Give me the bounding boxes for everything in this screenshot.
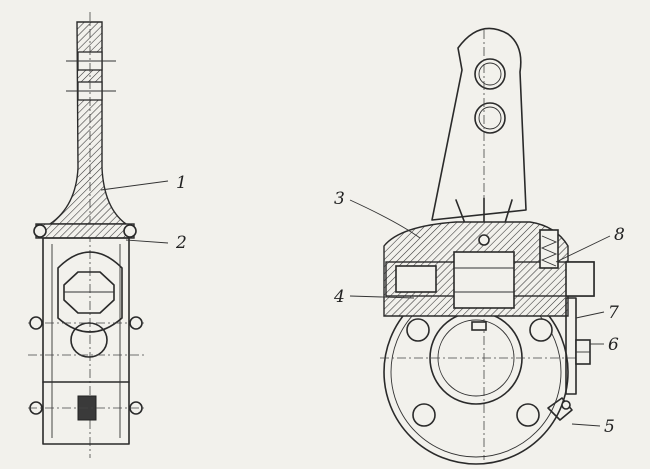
- leader-lines: [100, 180, 611, 427]
- callout-3: 3: [334, 189, 345, 209]
- front-view: [380, 27, 595, 465]
- callout-7: 7: [608, 303, 619, 323]
- callout-5: 5: [604, 417, 615, 437]
- callout-6: 6: [608, 335, 619, 355]
- callout-1: 1: [176, 173, 187, 193]
- side-view: [28, 12, 145, 458]
- callout-8: 8: [614, 225, 625, 245]
- callout-2: 2: [175, 233, 187, 253]
- callout-4: 4: [333, 287, 345, 307]
